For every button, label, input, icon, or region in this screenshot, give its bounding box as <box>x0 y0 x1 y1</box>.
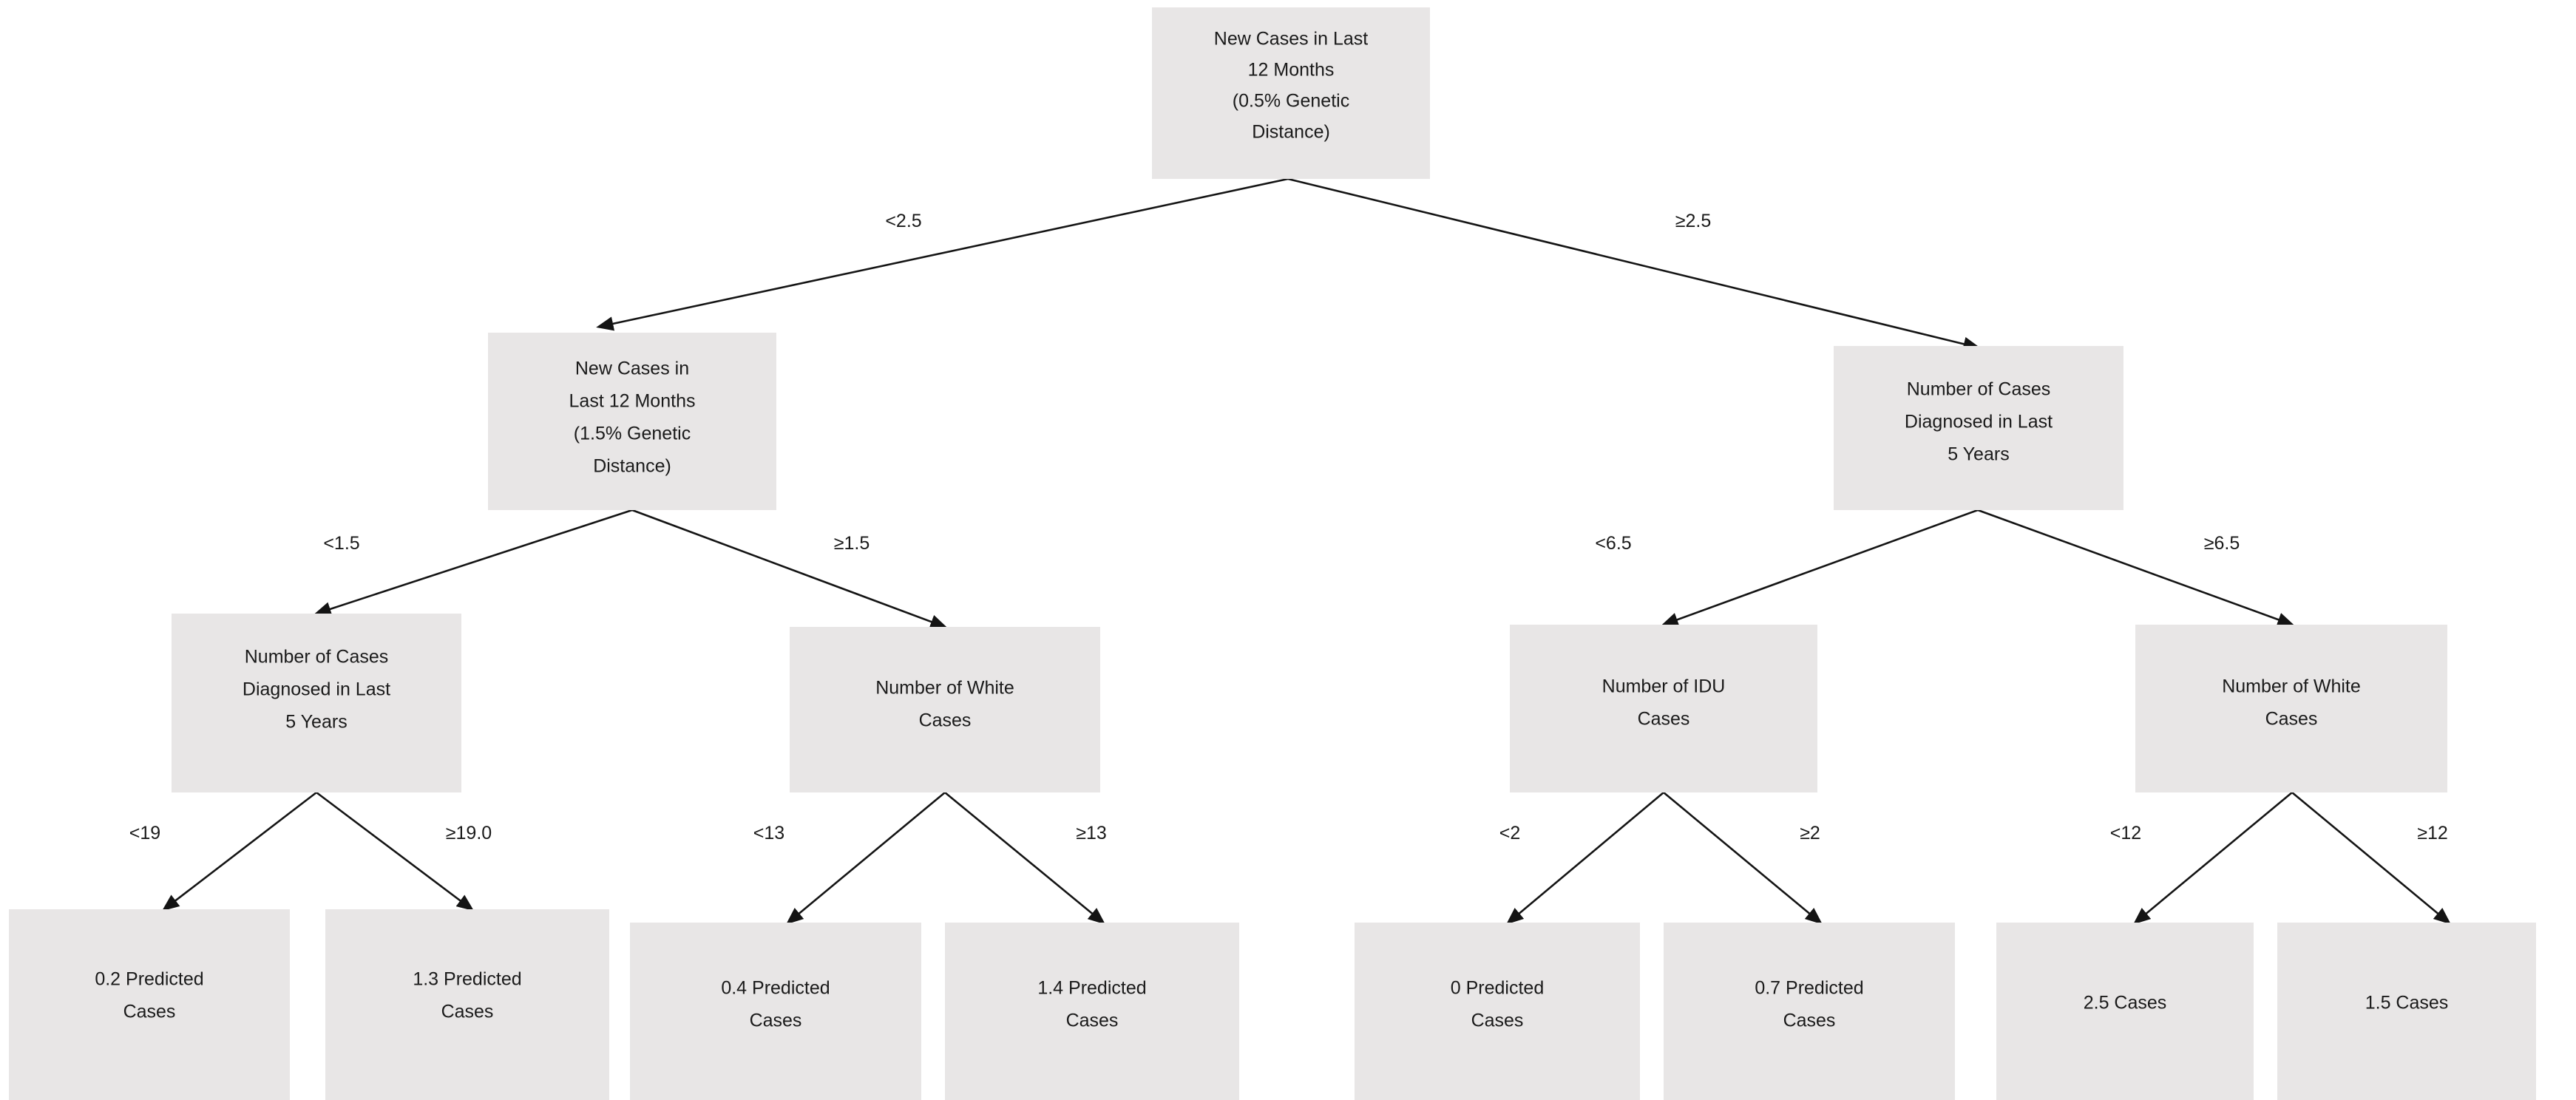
leaf-node-8[interactable]: 1.5 Cases <box>2277 923 2536 1100</box>
node-root-line-1: 12 Months <box>1248 60 1335 81</box>
node-cases-diagnosed-5y-l-line-0: Number of Cases <box>245 647 389 668</box>
leaf-node-7[interactable]: 2.5 Cases <box>1996 923 2254 1100</box>
node-cases-diagnosed-5-years-left[interactable]: Number of Cases Diagnosed in Last 5 Year… <box>172 614 461 792</box>
leaf-node-3-line-1: Cases <box>750 1011 802 1031</box>
node-cases-diagnosed-5y-l-line-1: Diagnosed in Last <box>243 679 390 700</box>
leaf-node-5[interactable]: 0 Predicted Cases <box>1355 923 1640 1100</box>
node-root[interactable]: New Cases in Last 12 Months (0.5% Geneti… <box>1152 7 1430 179</box>
node-idu-cases-line-1: Cases <box>1638 709 1690 730</box>
edge-group <box>161 177 2452 925</box>
node-white-cases-right-line-1: Cases <box>2265 709 2318 730</box>
node-new-cases-15-line-3: Distance) <box>593 456 671 477</box>
leaf-node-4-line-0: 1.4 Predicted <box>1037 978 1146 999</box>
node-cases-diagnosed-5-years-right-box[interactable] <box>1834 346 2123 510</box>
edge-nr-to-idu-cases <box>1661 509 1979 627</box>
node-new-cases-15-line-0: New Cases in <box>575 359 689 379</box>
node-white-cases-right-box[interactable] <box>2135 625 2447 792</box>
edge-label-nlr-right: ≥13 <box>1076 823 1107 843</box>
leaf-node-3-box[interactable] <box>630 923 921 1100</box>
leaf-node-4[interactable]: 1.4 Predicted Cases <box>945 923 1239 1100</box>
node-white-cases-left-line-0: Number of White <box>875 678 1014 699</box>
node-cases-diagnosed-5y-l-line-2: 5 Years <box>285 712 347 733</box>
edge-nll-to-leaf1 <box>161 791 317 911</box>
edge-label-nrr-right: ≥12 <box>2417 823 2448 843</box>
node-cases-diagnosed-5-years-right[interactable]: Number of Cases Diagnosed in Last 5 Year… <box>1834 346 2123 510</box>
edge-nl-to-white-cases <box>631 509 948 629</box>
leaf-node-7-box[interactable] <box>1996 923 2254 1100</box>
leaf-node-5-line-1: Cases <box>1471 1011 1524 1031</box>
edge-label-group: <2.5 ≥2.5 <1.5 ≥1.5 <6.5 ≥6.5 <19 ≥19.0 … <box>129 211 2448 843</box>
leaf-node-6-box[interactable] <box>1664 923 1955 1100</box>
edge-nlr-to-leaf4 <box>944 791 1106 925</box>
edge-label-nl-right: ≥1.5 <box>834 533 870 554</box>
node-cases-diagnosed-5y-r-line-1: Diagnosed in Last <box>1905 412 2053 432</box>
edge-nl-to-cases-5-years <box>313 509 633 617</box>
leaf-node-1-line-1: Cases <box>123 1002 176 1022</box>
node-new-cases-15[interactable]: New Cases in Last 12 Months (1.5% Geneti… <box>488 333 776 510</box>
node-white-cases-right[interactable]: Number of White Cases <box>2135 625 2447 792</box>
edge-nr-to-white-cases <box>1977 509 2295 627</box>
edge-root-to-cases-5-years <box>1287 177 1981 351</box>
node-white-cases-left-box[interactable] <box>790 627 1100 792</box>
leaf-node-5-line-0: 0 Predicted <box>1451 978 1544 999</box>
edge-label-root-left: <2.5 <box>885 211 921 231</box>
node-cases-diagnosed-5y-r-line-0: Number of Cases <box>1907 379 2051 400</box>
leaf-node-6-line-0: 0.7 Predicted <box>1755 978 1863 999</box>
node-white-cases-right-line-0: Number of White <box>2222 676 2361 697</box>
leaf-node-5-box[interactable] <box>1355 923 1640 1100</box>
leaf-node-1[interactable]: 0.2 Predicted Cases <box>9 909 290 1100</box>
edge-label-nr-right: ≥6.5 <box>2204 533 2240 554</box>
leaf-node-8-line-0: 1.5 Cases <box>2365 993 2449 1014</box>
edge-label-nll-left: <19 <box>129 823 160 843</box>
node-idu-cases-box[interactable] <box>1510 625 1817 792</box>
leaf-node-8-box[interactable] <box>2277 923 2536 1100</box>
edge-root-to-new-cases-15 <box>596 177 1289 331</box>
node-idu-cases-line-0: Number of IDU <box>1602 676 1726 697</box>
leaf-node-2-line-1: Cases <box>441 1002 494 1022</box>
node-white-cases-left[interactable]: Number of White Cases <box>790 627 1100 792</box>
leaf-node-2-box[interactable] <box>325 909 609 1100</box>
edge-nrl-to-leaf5 <box>1506 792 1664 925</box>
edge-label-nll-right: ≥19.0 <box>446 823 492 843</box>
leaf-node-2[interactable]: 1.3 Predicted Cases <box>325 909 609 1100</box>
edge-label-nrl-right: ≥2 <box>1800 823 1820 843</box>
leaf-node-1-box[interactable] <box>9 909 290 1100</box>
edge-nrl-to-leaf6 <box>1663 791 1823 925</box>
edge-nlr-to-leaf3 <box>785 791 946 925</box>
leaf-node-4-box[interactable] <box>945 923 1239 1100</box>
leaf-node-3-line-0: 0.4 Predicted <box>721 978 830 999</box>
node-idu-cases[interactable]: Number of IDU Cases <box>1510 625 1817 792</box>
edge-label-nrr-left: <12 <box>2110 823 2141 843</box>
node-cases-diagnosed-5-years-left-box[interactable] <box>172 614 461 792</box>
node-new-cases-15-box[interactable] <box>488 333 776 510</box>
node-white-cases-left-line-1: Cases <box>919 710 972 731</box>
leaf-node-6-line-1: Cases <box>1783 1011 1836 1031</box>
node-cases-diagnosed-5y-r-line-2: 5 Years <box>1948 444 2009 465</box>
node-new-cases-15-line-2: (1.5% Genetic <box>574 424 691 444</box>
leaf-node-7-line-0: 2.5 Cases <box>2084 993 2167 1014</box>
leaf-node-4-line-1: Cases <box>1066 1011 1119 1031</box>
leaf-node-3[interactable]: 0.4 Predicted Cases <box>630 923 921 1100</box>
edge-label-nlr-left: <13 <box>753 823 784 843</box>
node-new-cases-15-line-1: Last 12 Months <box>569 391 696 412</box>
edge-nrr-to-leaf7 <box>2132 791 2293 925</box>
edge-nll-to-leaf2 <box>316 791 475 911</box>
node-root-line-2: (0.5% Genetic <box>1233 91 1349 112</box>
leaf-node-6[interactable]: 0.7 Predicted Cases <box>1664 923 1955 1100</box>
node-root-line-0: New Cases in Last <box>1214 29 1368 50</box>
node-root-box[interactable] <box>1152 7 1430 179</box>
edge-nrr-to-leaf8 <box>2291 791 2452 925</box>
edge-label-root-right: ≥2.5 <box>1675 211 1711 231</box>
edge-label-nl-left: <1.5 <box>323 533 359 554</box>
edge-label-nrl-left: <2 <box>1499 823 1521 843</box>
leaf-node-2-line-0: 1.3 Predicted <box>413 969 521 990</box>
edge-label-nr-left: <6.5 <box>1595 533 1631 554</box>
node-root-line-3: Distance) <box>1252 122 1330 143</box>
leaf-node-1-line-0: 0.2 Predicted <box>95 969 203 990</box>
